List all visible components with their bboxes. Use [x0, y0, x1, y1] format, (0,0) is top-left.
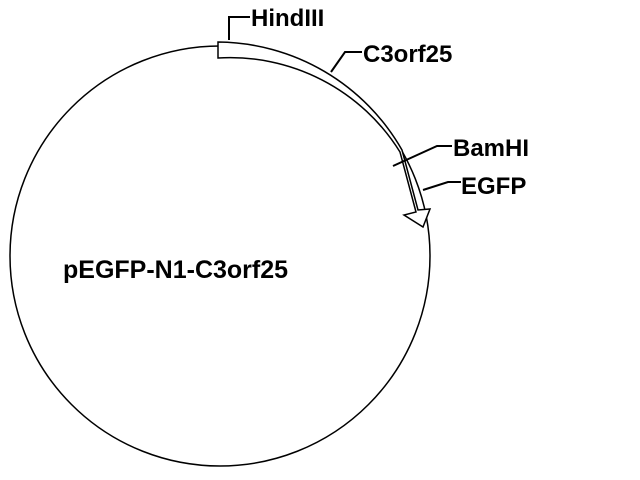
hindiii-leader-line: [228, 16, 250, 40]
egfp-leader-line: [422, 181, 461, 191]
hindiii-label: HindIII: [251, 5, 324, 32]
c3orf25-label: C3orf25: [363, 41, 452, 68]
egfp-label: EGFP: [461, 173, 526, 200]
insert-arrow-c3orf25: [217, 41, 432, 229]
plasmid-name-label: pEGFP-N1-C3orf25: [63, 256, 288, 284]
bamhi-label: BamHI: [453, 135, 529, 162]
bamhi-leader-line: [392, 145, 452, 167]
c3orf25-leader-line: [330, 51, 362, 73]
